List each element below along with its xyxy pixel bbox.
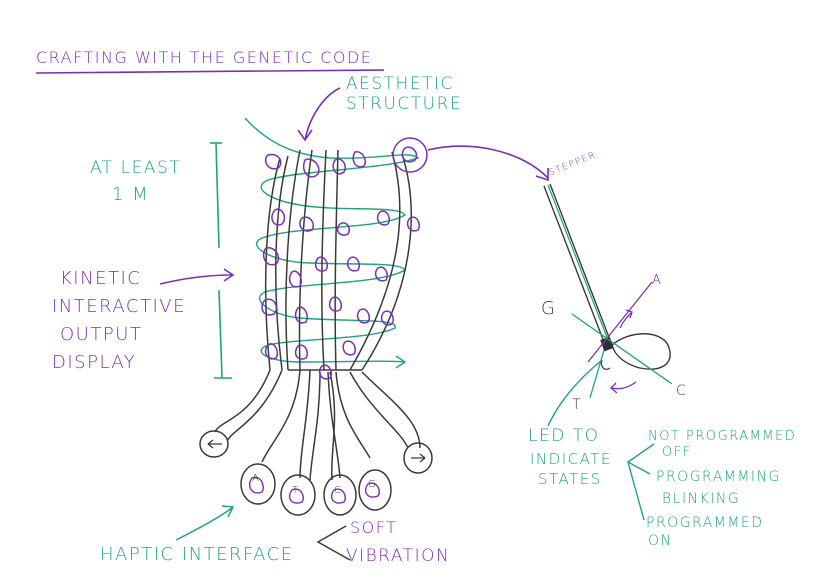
vibration-label: VIBRATION bbox=[346, 546, 451, 566]
axis-c: C bbox=[676, 383, 688, 399]
kinetic-label-1: KINETIC bbox=[60, 268, 142, 289]
aesthetic-label-1: AESTHETIC bbox=[346, 74, 454, 94]
state-programming-1: PROGRAMMING bbox=[656, 469, 781, 485]
soft-label: SOFT bbox=[350, 518, 398, 537]
structure-strands bbox=[214, 149, 421, 481]
state-programmed-2: ON bbox=[648, 533, 673, 549]
aesthetic-arrow bbox=[304, 87, 341, 141]
page-title: CRAFTING WITH THE GENETIC CODE bbox=[36, 48, 373, 67]
detail-arrow bbox=[427, 145, 549, 179]
button-a[interactable]: A bbox=[252, 473, 261, 484]
vibration-brace bbox=[316, 525, 351, 561]
state-programmed-1: PROGRAMMED bbox=[646, 515, 764, 531]
kinetic-label-4: DISPLAY bbox=[52, 352, 137, 373]
led-label-2: INDICATE bbox=[530, 450, 612, 468]
kinetic-label-2: INTERACTIVE bbox=[52, 296, 186, 317]
haptic-loops bbox=[199, 430, 433, 516]
state-not-programmed-1: NOT PROGRAMMED bbox=[648, 429, 797, 444]
state-not-programmed-2: OFF bbox=[662, 445, 692, 460]
led-label-3: STATES bbox=[538, 470, 602, 488]
height-label-1: AT LEAST bbox=[90, 158, 182, 178]
green-spiral bbox=[244, 117, 420, 363]
axis-g: G bbox=[541, 298, 557, 319]
states-brace bbox=[627, 443, 655, 521]
stepper-rod bbox=[543, 183, 611, 343]
axis-t: T bbox=[572, 397, 583, 413]
aesthetic-label-2: STRUCTURE bbox=[346, 94, 463, 114]
kinetic-arrow bbox=[159, 274, 233, 285]
rotor-pad bbox=[611, 333, 671, 370]
title-underline bbox=[35, 69, 385, 74]
height-label-2: 1 M bbox=[112, 184, 150, 205]
button-g[interactable]: G bbox=[368, 479, 378, 490]
height-bracket bbox=[210, 142, 232, 379]
axis-a: A bbox=[652, 273, 663, 288]
state-programming-2: BLINKING bbox=[662, 491, 741, 507]
beads bbox=[261, 137, 428, 380]
led-label-1: LED TO bbox=[528, 426, 600, 446]
haptic-label: HAPTIC INTERFACE bbox=[100, 544, 294, 565]
button-t[interactable]: T bbox=[292, 485, 300, 496]
kinetic-label-3: OUTPUT bbox=[60, 324, 143, 345]
button-c[interactable]: C bbox=[334, 485, 343, 496]
haptic-arrow bbox=[175, 507, 233, 541]
led-arrow bbox=[547, 359, 603, 427]
